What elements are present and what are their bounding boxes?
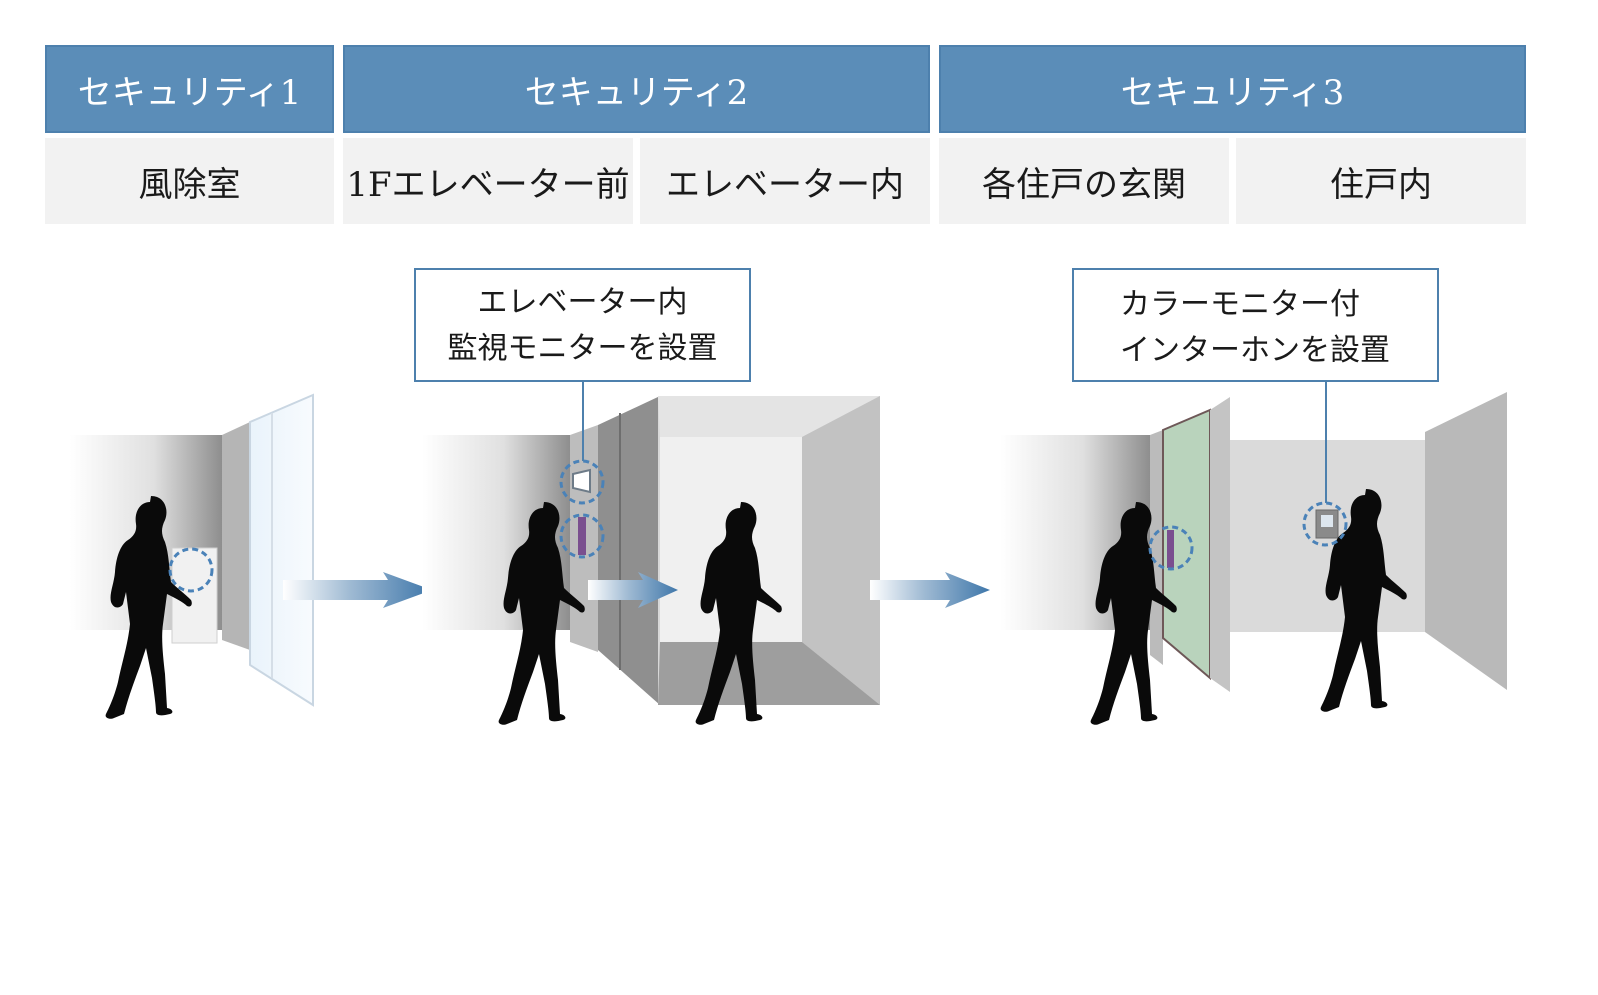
scene-elevator-hall <box>422 381 880 725</box>
flow-arrow-1 <box>283 572 432 608</box>
scene-unit-entrance <box>1000 381 1507 725</box>
entry-panel-highlight <box>168 547 214 593</box>
header-security-1: セキュリティ1 <box>45 45 334 133</box>
callout-elevator-monitor-line2: 監視モニターを設置 <box>447 331 718 366</box>
location-unit-inside: 住戸内 <box>1236 138 1526 224</box>
monitor-highlight <box>559 459 605 505</box>
location-elevator-inside: エレベーター内 <box>640 138 930 224</box>
flow-arrow-3 <box>870 572 990 608</box>
callout-color-intercom: カラーモニター付 インターホンを設置 <box>1072 268 1439 382</box>
intercom-highlight <box>1302 501 1348 547</box>
location-unit-entrance: 各住戸の玄関 <box>939 138 1229 224</box>
scene-windbreak-room <box>70 393 314 719</box>
location-1f-elevator-front-label: 1Fエレベーター前 <box>346 164 630 205</box>
door-reader-highlight <box>1148 525 1194 571</box>
callout-elevator-monitor-line1: エレベーター内 <box>477 285 688 320</box>
location-windbreak-room: 風除室 <box>45 138 334 224</box>
header-security-2: セキュリティ2 <box>343 45 930 133</box>
callout-color-intercom-line1: カラーモニター付 <box>1120 287 1360 322</box>
location-unit-inside-label: 住戸内 <box>1330 164 1432 205</box>
location-unit-entrance-label: 各住戸の玄関 <box>982 164 1186 205</box>
header-security-3-label: セキュリティ3 <box>1120 72 1345 113</box>
callout-color-intercom-line2: インターホンを設置 <box>1120 333 1390 368</box>
location-elevator-inside-label: エレベーター内 <box>666 164 904 205</box>
location-windbreak-room-label: 風除室 <box>138 164 241 205</box>
header-security-2-label: セキュリティ2 <box>524 72 749 113</box>
reader-highlight <box>559 513 605 559</box>
location-1f-elevator-front: 1Fエレベーター前 <box>343 138 633 224</box>
header-security-3: セキュリティ3 <box>939 45 1526 133</box>
callout-elevator-monitor: エレベーター内 監視モニターを設置 <box>414 268 751 382</box>
header-security-1-label: セキュリティ1 <box>77 72 302 113</box>
flow-arrow-2 <box>588 572 678 608</box>
